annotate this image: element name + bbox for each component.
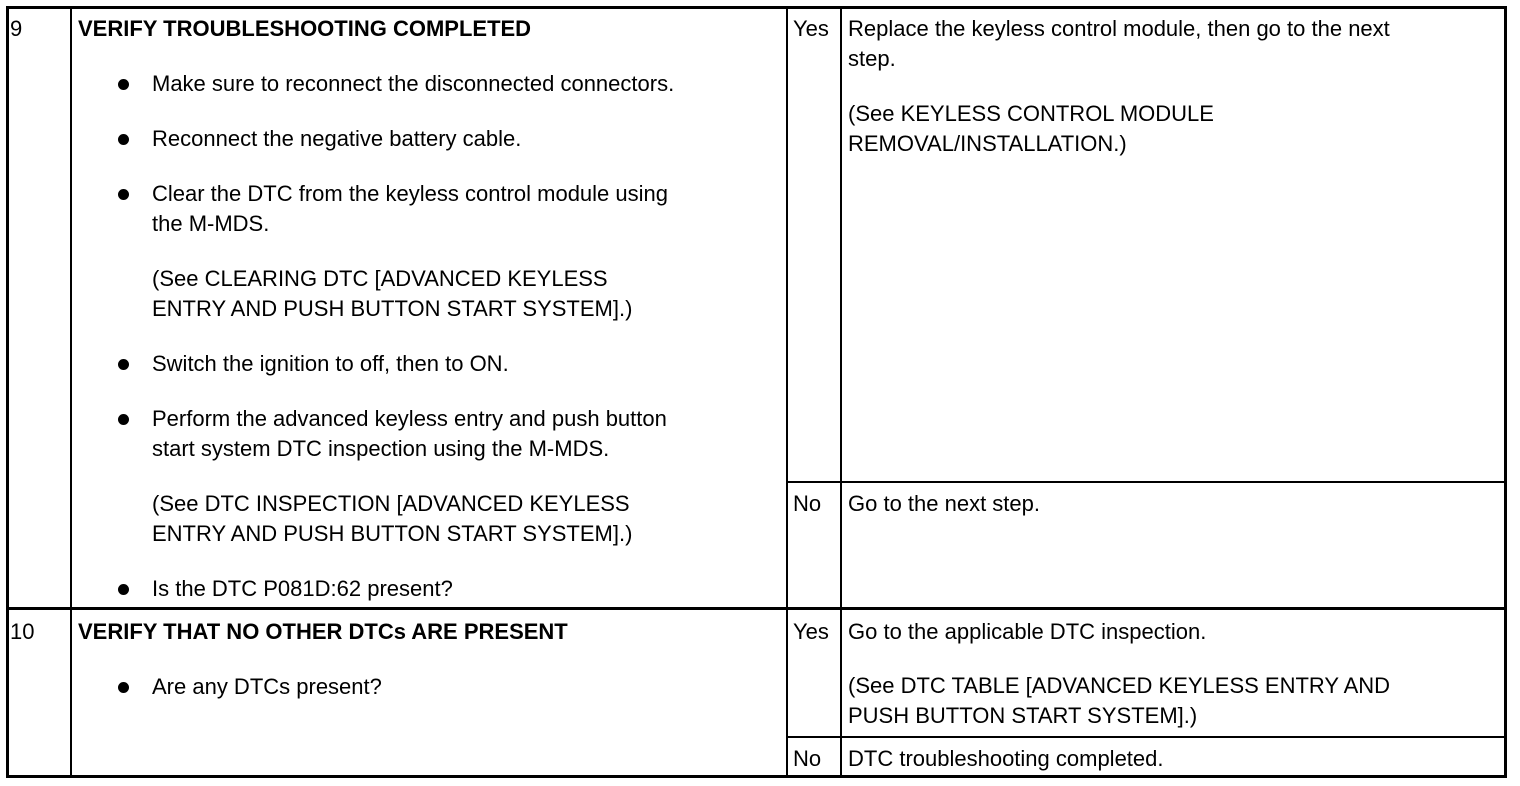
reference-note: (See DTC TABLE [ADVANCED KEYLESS ENTRY A… <box>848 673 1391 698</box>
bullet-icon <box>118 79 129 90</box>
step-title: VERIFY THAT NO OTHER DTCs ARE PRESENT <box>78 619 568 644</box>
step-title: VERIFY TROUBLESHOOTING COMPLETED <box>78 16 532 41</box>
reference-note: (See DTC INSPECTION [ADVANCED KEYLESS <box>152 491 630 516</box>
yes-action: Go to the applicable DTC inspection. <box>848 619 1207 644</box>
bullet-icon <box>118 414 129 425</box>
reference-note: ENTRY AND PUSH BUTTON START SYSTEM].) <box>152 521 633 546</box>
reference-note: ENTRY AND PUSH BUTTON START SYSTEM].) <box>152 296 633 321</box>
no-label: No <box>793 746 822 771</box>
bullet-icon <box>118 584 129 595</box>
yes-label: Yes <box>793 619 829 644</box>
no-label: No <box>793 491 822 516</box>
troubleshooting-table <box>6 6 1507 778</box>
bullet-icon <box>118 359 129 370</box>
yes-action: Replace the keyless control module, then… <box>848 16 1390 41</box>
reference-note: (See KEYLESS CONTROL MODULE <box>848 101 1214 126</box>
col-divider-action <box>840 6 842 778</box>
yes-action: step. <box>848 46 896 71</box>
reference-note: (See CLEARING DTC [ADVANCED KEYLESS <box>152 266 608 291</box>
yes-label: Yes <box>793 16 829 41</box>
step-number: 9 <box>10 16 23 41</box>
no-action: DTC troubleshooting completed. <box>848 746 1164 771</box>
row-divider-step <box>6 607 1507 610</box>
row-divider-step9-no <box>786 481 1507 483</box>
no-action: Go to the next step. <box>848 491 1041 516</box>
reference-note: PUSH BUTTON START SYSTEM].) <box>848 703 1198 728</box>
bullet-icon <box>118 134 129 145</box>
bullet-icon <box>118 189 129 200</box>
col-divider-number <box>70 6 72 778</box>
reference-note: REMOVAL/INSTALLATION.) <box>848 131 1127 156</box>
row-divider-step10-no <box>786 736 1507 738</box>
step-number: 10 <box>10 619 35 644</box>
bullet-icon <box>118 682 129 693</box>
col-divider-yesno <box>786 6 788 778</box>
